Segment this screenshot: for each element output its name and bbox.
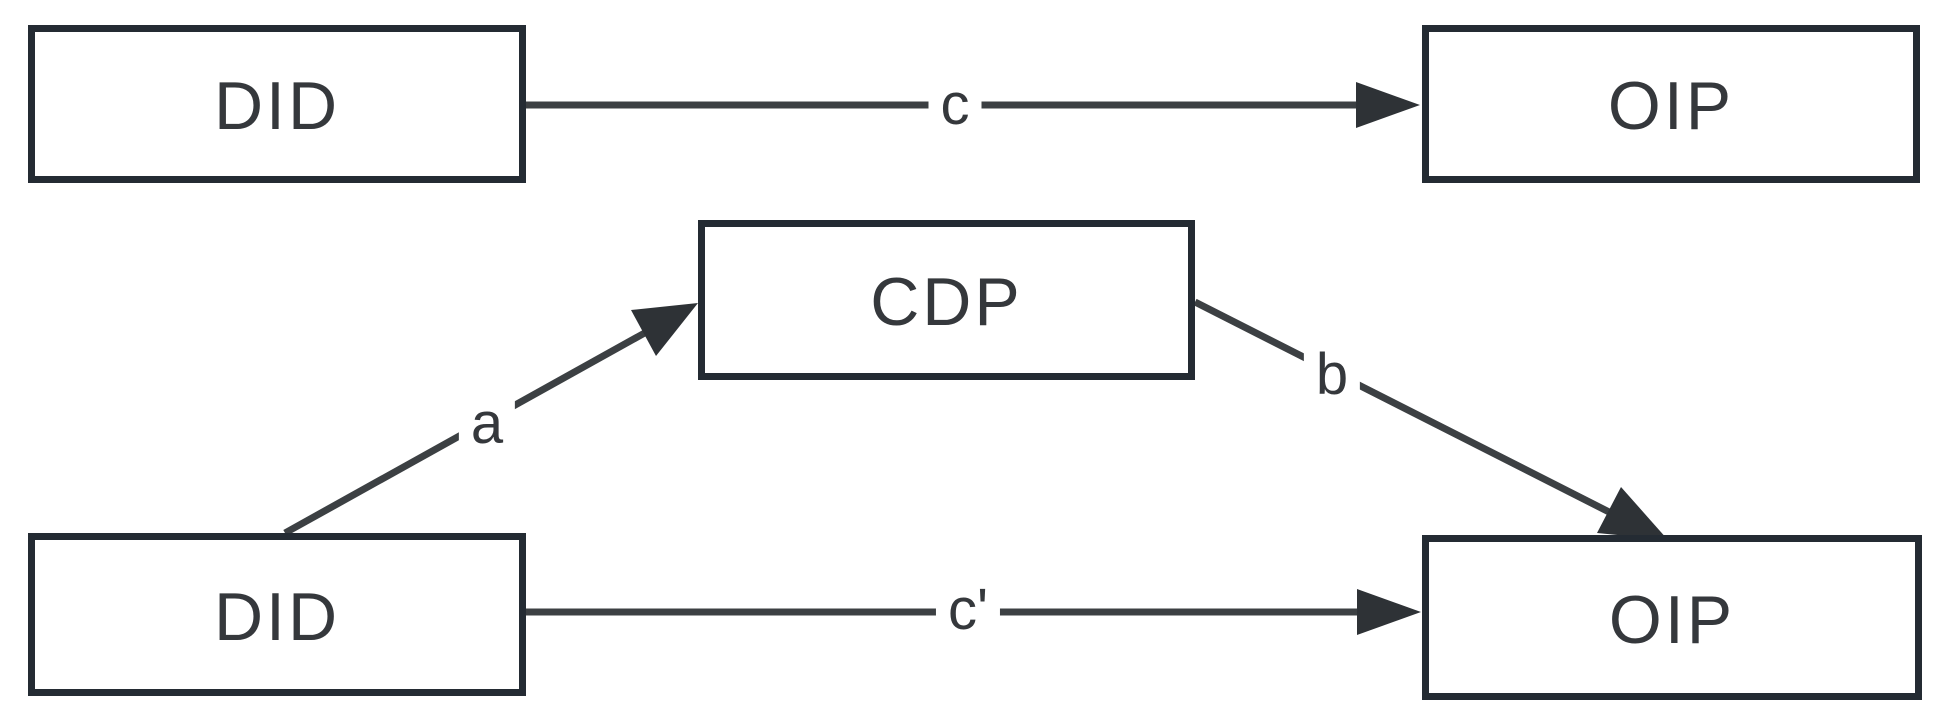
edge-c-prime-arrowhead [1357,589,1421,635]
node-oip-top-label: OIP [1607,68,1735,144]
node-did-top: DID [28,25,526,183]
edge-b-line [1193,298,1617,519]
node-oip-bottom: OIP [1422,535,1922,700]
node-oip-top: OIP [1422,25,1920,183]
node-did-bottom: DID [28,533,526,696]
edge-c-arrowhead [1356,82,1420,128]
edge-c-prime-label: c' [935,579,1001,641]
edge-b-arrowhead [1597,487,1668,540]
node-did-bottom-label: DID [213,578,341,655]
edge-b-label: b [1303,344,1361,406]
node-cdp: CDP [698,220,1195,380]
edge-c-label: c [928,74,982,136]
edge-a-arrowhead [631,303,698,356]
edge-a-label: a [458,393,516,455]
node-cdp-label: CDP [870,264,1023,340]
node-oip-bottom-label: OIP [1608,581,1736,658]
node-did-top-label: DID [213,68,341,144]
